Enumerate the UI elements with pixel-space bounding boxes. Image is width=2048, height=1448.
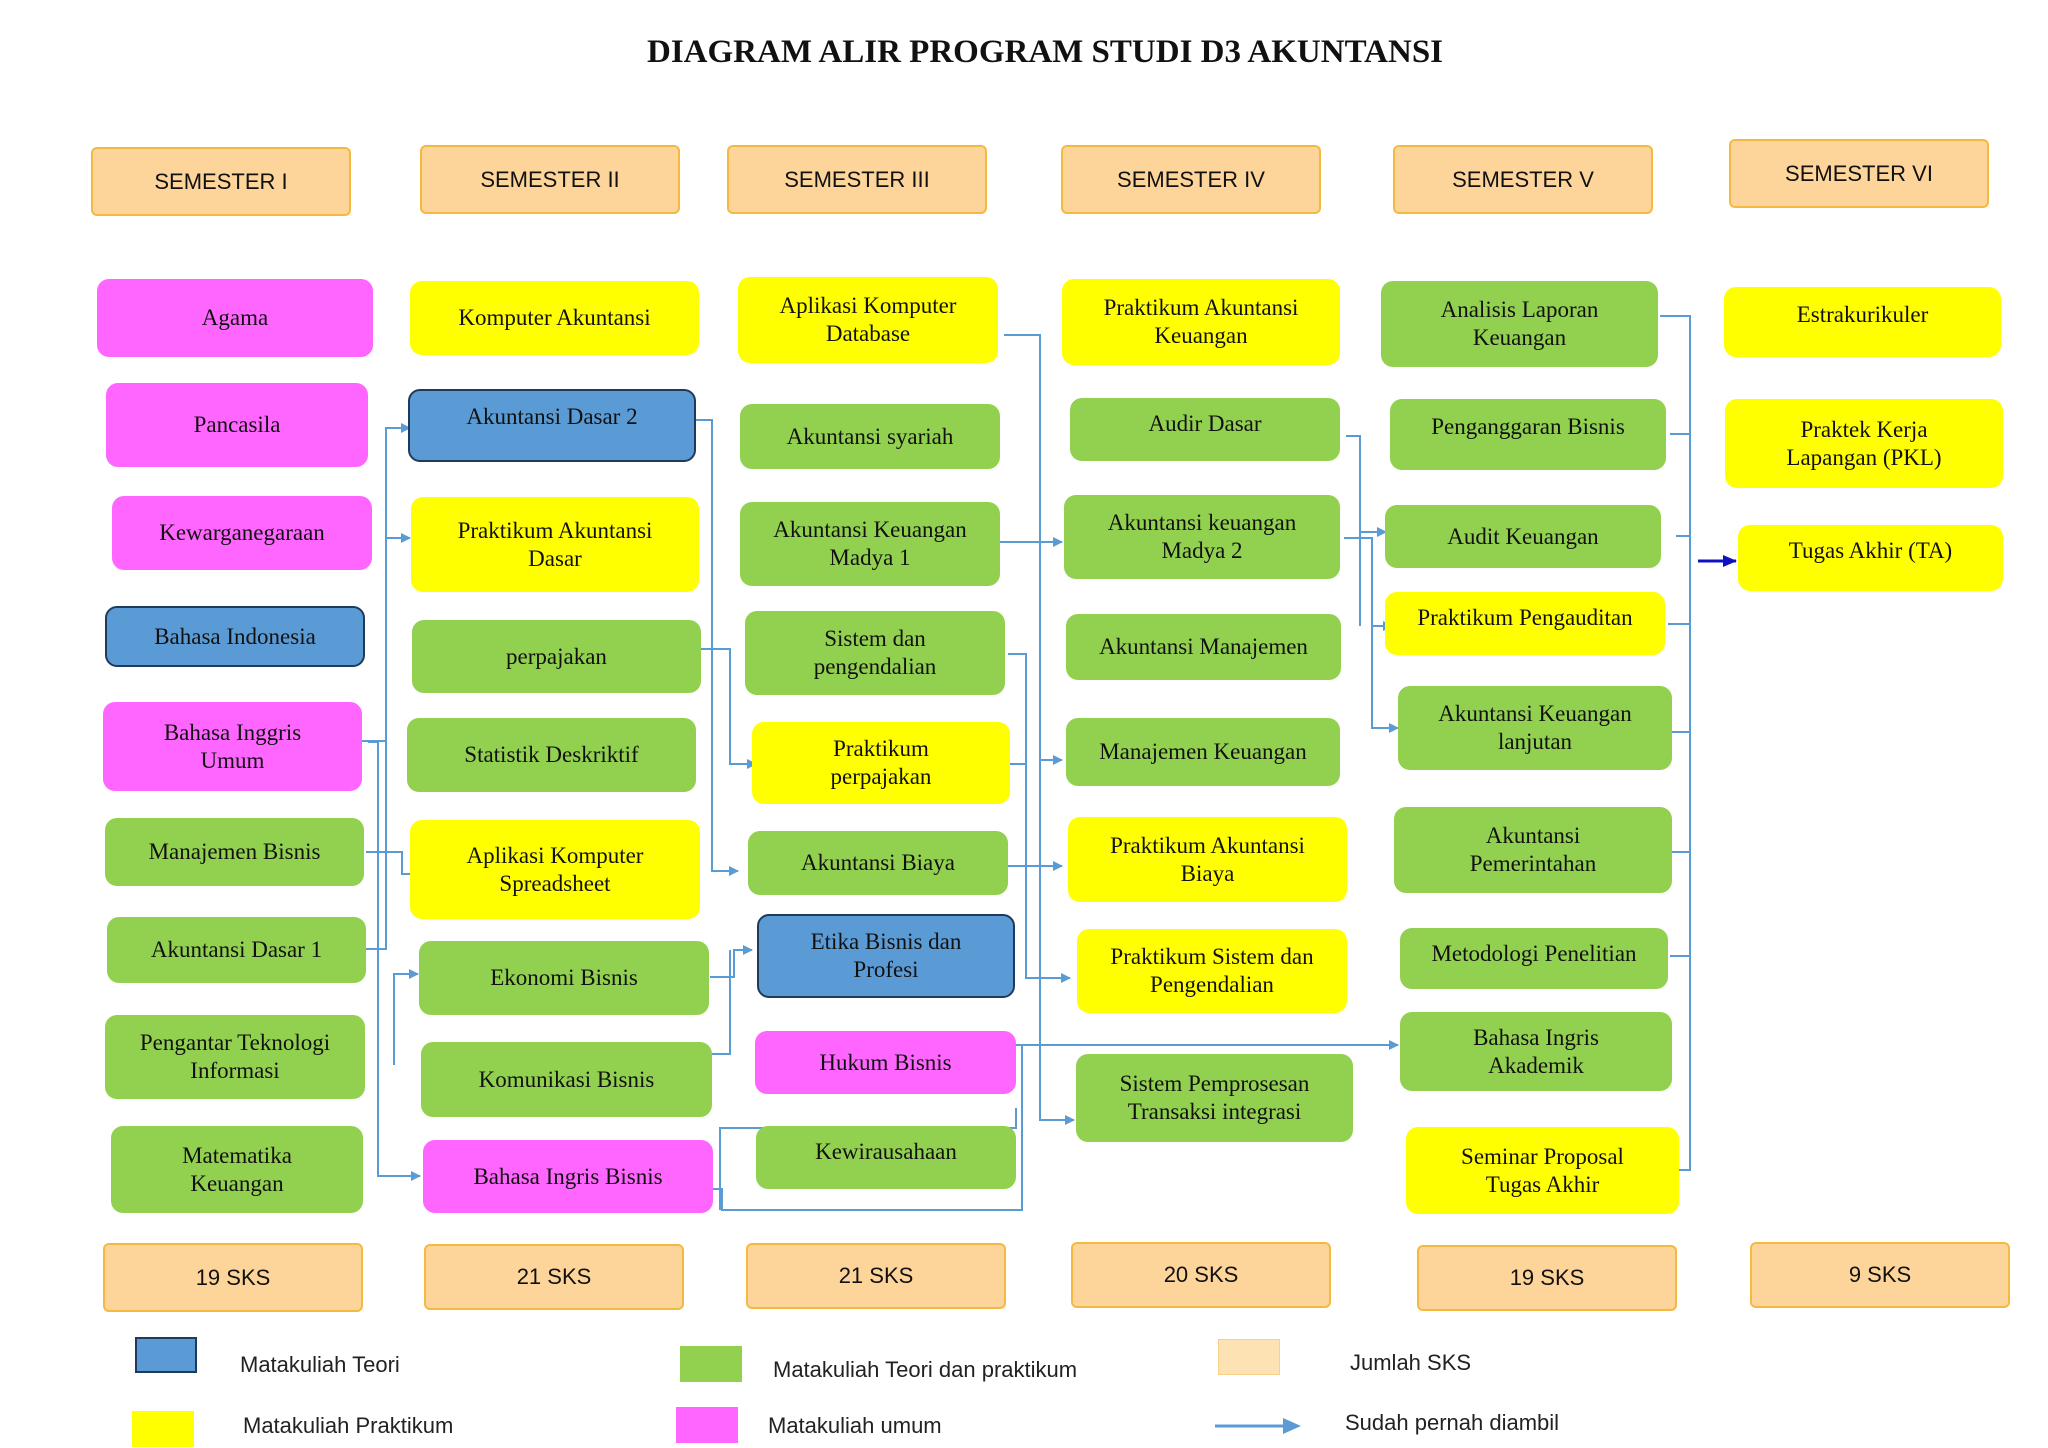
- legend-swatch-sks: [1218, 1339, 1280, 1375]
- course-manajemen-bisnis[interactable]: Manajemen Bisnis: [105, 818, 364, 886]
- course-praktek-kerja-lapangan[interactable]: Praktek Kerja Lapangan (PKL): [1725, 399, 2003, 488]
- arrow-line: [1660, 315, 1691, 1171]
- semester-3-header: SEMESTER III: [727, 145, 987, 214]
- arrow-line: [710, 945, 753, 978]
- course-kewirausahaan[interactable]: Kewirausahaan: [756, 1126, 1016, 1189]
- course-agama[interactable]: Agama: [97, 279, 373, 357]
- legend-swatch-umum: [676, 1407, 738, 1443]
- arrow-line: [712, 1045, 1023, 1211]
- course-estrakurikuler[interactable]: Estrakurikuler: [1724, 287, 2001, 357]
- legend-arrow-icon: [1215, 1418, 1301, 1434]
- course-akuntansi-keuangan-lanjutan[interactable]: Akuntansi Keuangan lanjutan: [1398, 686, 1672, 770]
- semester-1-header: SEMESTER I: [91, 147, 351, 216]
- course-metodologi-penelitian[interactable]: Metodologi Penelitian: [1400, 928, 1668, 989]
- legend-swatch-praktikum: [132, 1411, 194, 1447]
- legend-label-umum: Matakuliah umum: [768, 1413, 942, 1438]
- arrow-line: [362, 428, 387, 950]
- course-akuntansi-keuangan-madya-2[interactable]: Akuntansi keuangan Madya 2: [1064, 495, 1340, 579]
- course-praktikum-pengauditan[interactable]: Praktikum Pengauditan: [1385, 592, 1665, 655]
- legend-swatch-teori: [135, 1337, 197, 1373]
- semester-6-header: SEMESTER VI: [1729, 139, 1989, 208]
- semester-1-sks: 19 SKS: [103, 1243, 363, 1312]
- course-sistem-pemprosesan-transaksi-integrasi[interactable]: Sistem Pemprosesan Transaksi integrasi: [1076, 1054, 1353, 1142]
- arrow-line: [368, 741, 421, 1181]
- semester-2-header: SEMESTER II: [420, 145, 680, 214]
- course-aplikasi-komputer-spreadsheet[interactable]: Aplikasi Komputer Spreadsheet: [410, 820, 700, 919]
- semester-3-sks: 21 SKS: [746, 1243, 1006, 1309]
- arrow-line: [694, 419, 739, 876]
- course-pengantar-teknologi-informasi[interactable]: Pengantar Teknologi Informasi: [105, 1015, 365, 1099]
- legend-label-praktikum: Matakuliah Praktikum: [243, 1413, 454, 1438]
- course-bahasa-inggris-umum[interactable]: Bahasa Inggris Umum: [103, 702, 362, 791]
- course-praktikum-akuntansi-biaya[interactable]: Praktikum Akuntansi Biaya: [1068, 817, 1347, 902]
- legend-swatch-teori-praktikum: [680, 1346, 742, 1382]
- semester-4-header: SEMESTER IV: [1061, 145, 1321, 214]
- arrow-line: [1371, 626, 1399, 733]
- course-akuntansi-syariah[interactable]: Akuntansi syariah: [740, 404, 1000, 469]
- legend-label-sks: Jumlah SKS: [1350, 1350, 1472, 1375]
- course-analisis-laporan-keuangan[interactable]: Analisis Laporan Keuangan: [1381, 281, 1658, 367]
- course-tugas-akhir[interactable]: Tugas Akhir (TA): [1738, 525, 2003, 591]
- course-etika-bisnis-dan-profesi[interactable]: Etika Bisnis dan Profesi: [757, 914, 1015, 998]
- semester-2-sks: 21 SKS: [424, 1244, 684, 1310]
- course-perpajakan[interactable]: perpajakan: [412, 620, 701, 693]
- arrow-line: [712, 950, 731, 1055]
- course-audir-dasar[interactable]: Audir Dasar: [1070, 398, 1340, 461]
- arrow-line: [698, 648, 757, 769]
- course-bahasa-ingris-bisnis[interactable]: Bahasa Ingris Bisnis: [423, 1140, 713, 1213]
- semester-5-sks: 19 SKS: [1417, 1245, 1677, 1311]
- arrow-line: [393, 969, 419, 1065]
- legend-label-teori: Matakuliah Teori: [240, 1352, 400, 1377]
- course-ekonomi-bisnis[interactable]: Ekonomi Bisnis: [419, 941, 709, 1015]
- legend-label-arrow: Sudah pernah diambil: [1345, 1410, 1560, 1435]
- course-statistik-deskriktif[interactable]: Statistik Deskriktif: [407, 718, 696, 792]
- course-akuntansi-biaya[interactable]: Akuntansi Biaya: [748, 831, 1008, 895]
- course-hukum-bisnis[interactable]: Hukum Bisnis: [755, 1031, 1016, 1094]
- course-kewarganegaraan[interactable]: Kewarganegaraan: [112, 496, 372, 570]
- course-komputer-akuntansi[interactable]: Komputer Akuntansi: [410, 281, 699, 355]
- course-akuntansi-dasar-1[interactable]: Akuntansi Dasar 1: [107, 917, 366, 983]
- course-bahasa-ingris-akademik[interactable]: Bahasa Ingris Akademik: [1400, 1012, 1672, 1091]
- course-akuntansi-manajemen[interactable]: Akuntansi Manajemen: [1066, 614, 1341, 680]
- course-bahasa-indonesia[interactable]: Bahasa Indonesia: [105, 606, 365, 667]
- course-praktikum-akuntansi-dasar[interactable]: Praktikum Akuntansi Dasar: [411, 497, 699, 592]
- course-akuntansi-keuangan-madya-1[interactable]: Akuntansi Keuangan Madya 1: [740, 502, 1000, 586]
- course-aplikasi-komputer-database[interactable]: Aplikasi Komputer Database: [738, 277, 998, 363]
- course-praktikum-sistem-dan-pengendalian[interactable]: Praktikum Sistem dan Pengendalian: [1077, 929, 1347, 1013]
- legend-label-teori-praktikum: Matakuliah Teori dan praktikum: [773, 1357, 1078, 1382]
- arrow-line: [1344, 537, 1393, 631]
- course-manajemen-keuangan[interactable]: Manajemen Keuangan: [1066, 718, 1340, 786]
- page-title: DIAGRAM ALIR PROGRAM STUDI D3 AKUNTANSI: [646, 34, 1444, 70]
- semester-5-header: SEMESTER V: [1393, 145, 1653, 214]
- course-akuntansi-pemerintahan[interactable]: Akuntansi Pemerintahan: [1394, 807, 1672, 893]
- arrow-line: [1346, 435, 1387, 537]
- course-sistem-dan-pengendalian[interactable]: Sistem dan pengendalian: [745, 611, 1005, 695]
- course-praktikum-akuntansi-keuangan[interactable]: Praktikum Akuntansi Keuangan: [1062, 279, 1340, 365]
- course-matematika-keuangan[interactable]: Matematika Keuangan: [111, 1126, 363, 1213]
- course-akuntansi-dasar-2[interactable]: Akuntansi Dasar 2: [408, 389, 696, 462]
- course-pancasila[interactable]: Pancasila: [106, 383, 368, 467]
- course-seminar-proposal-tugas-akhir[interactable]: Seminar Proposal Tugas Akhir: [1406, 1127, 1679, 1214]
- course-audit-keuangan[interactable]: Audit Keuangan: [1385, 505, 1661, 568]
- arrow-line: [1039, 760, 1075, 1125]
- arrow-line: [1004, 334, 1063, 765]
- course-penganggaran-bisnis[interactable]: Penganggaran Bisnis: [1390, 399, 1666, 470]
- course-praktikum-perpajakan[interactable]: Praktikum perpajakan: [752, 722, 1010, 804]
- semester-6-sks: 9 SKS: [1750, 1242, 2010, 1308]
- course-komunikasi-bisnis[interactable]: Komunikasi Bisnis: [421, 1042, 712, 1117]
- semester-4-sks: 20 SKS: [1071, 1242, 1331, 1308]
- arrow-line: [1008, 653, 1071, 983]
